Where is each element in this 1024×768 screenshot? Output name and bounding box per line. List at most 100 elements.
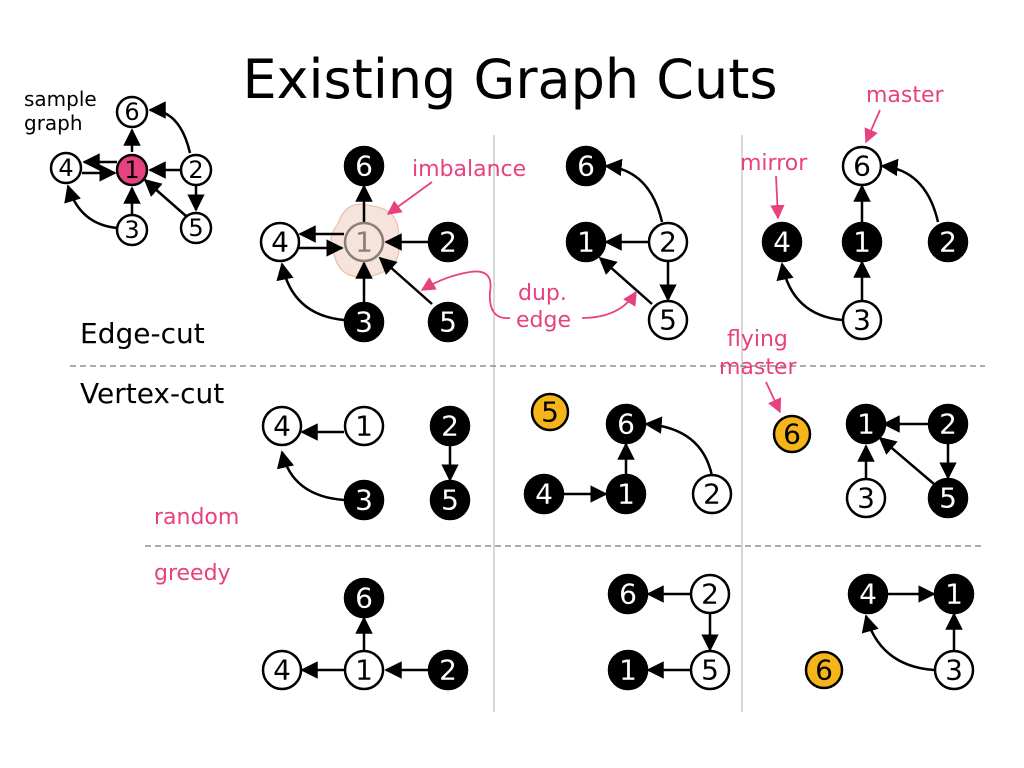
annotation-dup: dup. bbox=[518, 281, 567, 306]
graph-node bbox=[427, 649, 469, 691]
graph-node-highlight bbox=[115, 153, 149, 187]
graph-node bbox=[343, 301, 385, 343]
annotation-mirror: mirror bbox=[740, 151, 808, 176]
edge bbox=[143, 178, 187, 217]
section-label-greedy: greedy bbox=[154, 561, 231, 586]
graph-node bbox=[259, 221, 301, 263]
node-label: 6 bbox=[577, 150, 595, 183]
node-label: 2 bbox=[659, 226, 677, 259]
graph-node bbox=[429, 405, 471, 447]
annotation-imbalance: imbalance bbox=[412, 157, 526, 182]
graph-node bbox=[343, 221, 385, 263]
graph-node bbox=[647, 221, 689, 263]
node-label: 2 bbox=[439, 226, 457, 259]
node-label: 3 bbox=[355, 484, 373, 517]
vertex-cut-greedy-partition-3: 4 1 6 3 bbox=[804, 573, 975, 691]
node-label: 6 bbox=[619, 578, 637, 611]
sample-graph: 6 4 1 2 3 5 bbox=[49, 95, 213, 247]
graph-node bbox=[841, 299, 883, 341]
node-label: 2 bbox=[439, 654, 457, 687]
annotation-edge: edge bbox=[516, 308, 571, 333]
node-label: 6 bbox=[815, 654, 833, 687]
graph-node bbox=[845, 477, 887, 519]
graph-node bbox=[689, 649, 731, 691]
graph-node-flying-master bbox=[772, 414, 812, 454]
graph-node bbox=[427, 301, 469, 343]
node-label: 5 bbox=[701, 654, 719, 687]
vertex-cut-greedy-partition-1: 6 4 1 2 bbox=[261, 577, 469, 691]
node-label: 5 bbox=[439, 306, 457, 339]
sample-label-2: graph bbox=[24, 111, 83, 135]
node-label: 5 bbox=[441, 484, 459, 517]
node-label: 1 bbox=[355, 226, 373, 259]
node-label: 4 bbox=[859, 578, 877, 611]
node-label: 5 bbox=[188, 214, 203, 242]
node-label: 6 bbox=[355, 150, 373, 183]
edge bbox=[378, 256, 433, 305]
node-label: 5 bbox=[541, 396, 559, 429]
node-label: 4 bbox=[273, 654, 291, 687]
graph-node bbox=[429, 479, 471, 521]
sample-label: sample bbox=[24, 87, 97, 111]
graph-node bbox=[343, 479, 385, 521]
vertex-cut-random-partition-1: 4 1 2 3 5 bbox=[261, 405, 471, 521]
annotation-master: master bbox=[866, 83, 945, 108]
node-label: 2 bbox=[441, 410, 459, 443]
edge-cut-partition-2: 6 1 2 5 dup. edge bbox=[420, 145, 689, 341]
graph-node bbox=[761, 221, 803, 263]
node-label: 2 bbox=[701, 578, 719, 611]
graph-node bbox=[261, 405, 303, 447]
graph-node bbox=[179, 153, 213, 187]
section-label-random: random bbox=[154, 505, 239, 530]
graph-node bbox=[343, 649, 385, 691]
page-title: Existing Graph Cuts bbox=[242, 48, 777, 111]
graph-node bbox=[565, 145, 607, 187]
edge bbox=[64, 184, 119, 230]
graph-node bbox=[841, 145, 883, 187]
annotation-pointer bbox=[420, 270, 511, 319]
edge-cut-partition-1: 6 4 1 2 3 5 imbalance bbox=[259, 145, 526, 343]
graph-node bbox=[691, 473, 733, 515]
node-label: 1 bbox=[355, 410, 373, 443]
graph-node bbox=[605, 403, 647, 445]
node-label: 5 bbox=[939, 482, 957, 515]
vertex-cut-random-partition-2: 5 6 4 1 2 bbox=[523, 392, 733, 515]
graph-node bbox=[343, 577, 385, 619]
node-label: 2 bbox=[939, 226, 957, 259]
node-label: 6 bbox=[617, 408, 635, 441]
node-label: 5 bbox=[659, 304, 677, 337]
edge-cut-partition-3: 6 4 1 2 3 master mirror flying master bbox=[719, 83, 969, 414]
edge bbox=[776, 262, 843, 322]
annotation-flying-master: master bbox=[719, 355, 798, 380]
node-label: 1 bbox=[617, 478, 635, 511]
section-label-vertex-cut: Vertex-cut bbox=[80, 377, 224, 410]
edge bbox=[644, 416, 714, 477]
graph-node bbox=[427, 221, 469, 263]
graph-node bbox=[841, 221, 883, 263]
graph-node bbox=[847, 573, 889, 615]
node-label: 4 bbox=[271, 226, 289, 259]
edge bbox=[878, 436, 935, 485]
graph-node bbox=[927, 403, 969, 445]
edge bbox=[861, 614, 935, 672]
node-label: 3 bbox=[945, 654, 963, 687]
section-label-edge-cut: Edge-cut bbox=[80, 317, 205, 350]
node-label: 6 bbox=[355, 582, 373, 615]
graph-node-flying-master bbox=[804, 650, 844, 690]
node-label: 3 bbox=[857, 482, 875, 515]
node-label: 4 bbox=[773, 226, 791, 259]
graph-node bbox=[689, 573, 731, 615]
annotation-pointer bbox=[765, 381, 782, 414]
graph-node bbox=[933, 573, 975, 615]
graph-node bbox=[115, 213, 149, 247]
node-label: 2 bbox=[939, 408, 957, 441]
graph-node bbox=[261, 649, 303, 691]
graph-node bbox=[565, 221, 607, 263]
node-label: 4 bbox=[58, 154, 73, 182]
edge bbox=[604, 158, 664, 223]
graph-node bbox=[115, 95, 149, 129]
node-label: 4 bbox=[535, 478, 553, 511]
vertex-cut-greedy-partition-2: 6 2 1 5 bbox=[607, 573, 731, 691]
edge bbox=[276, 262, 345, 322]
